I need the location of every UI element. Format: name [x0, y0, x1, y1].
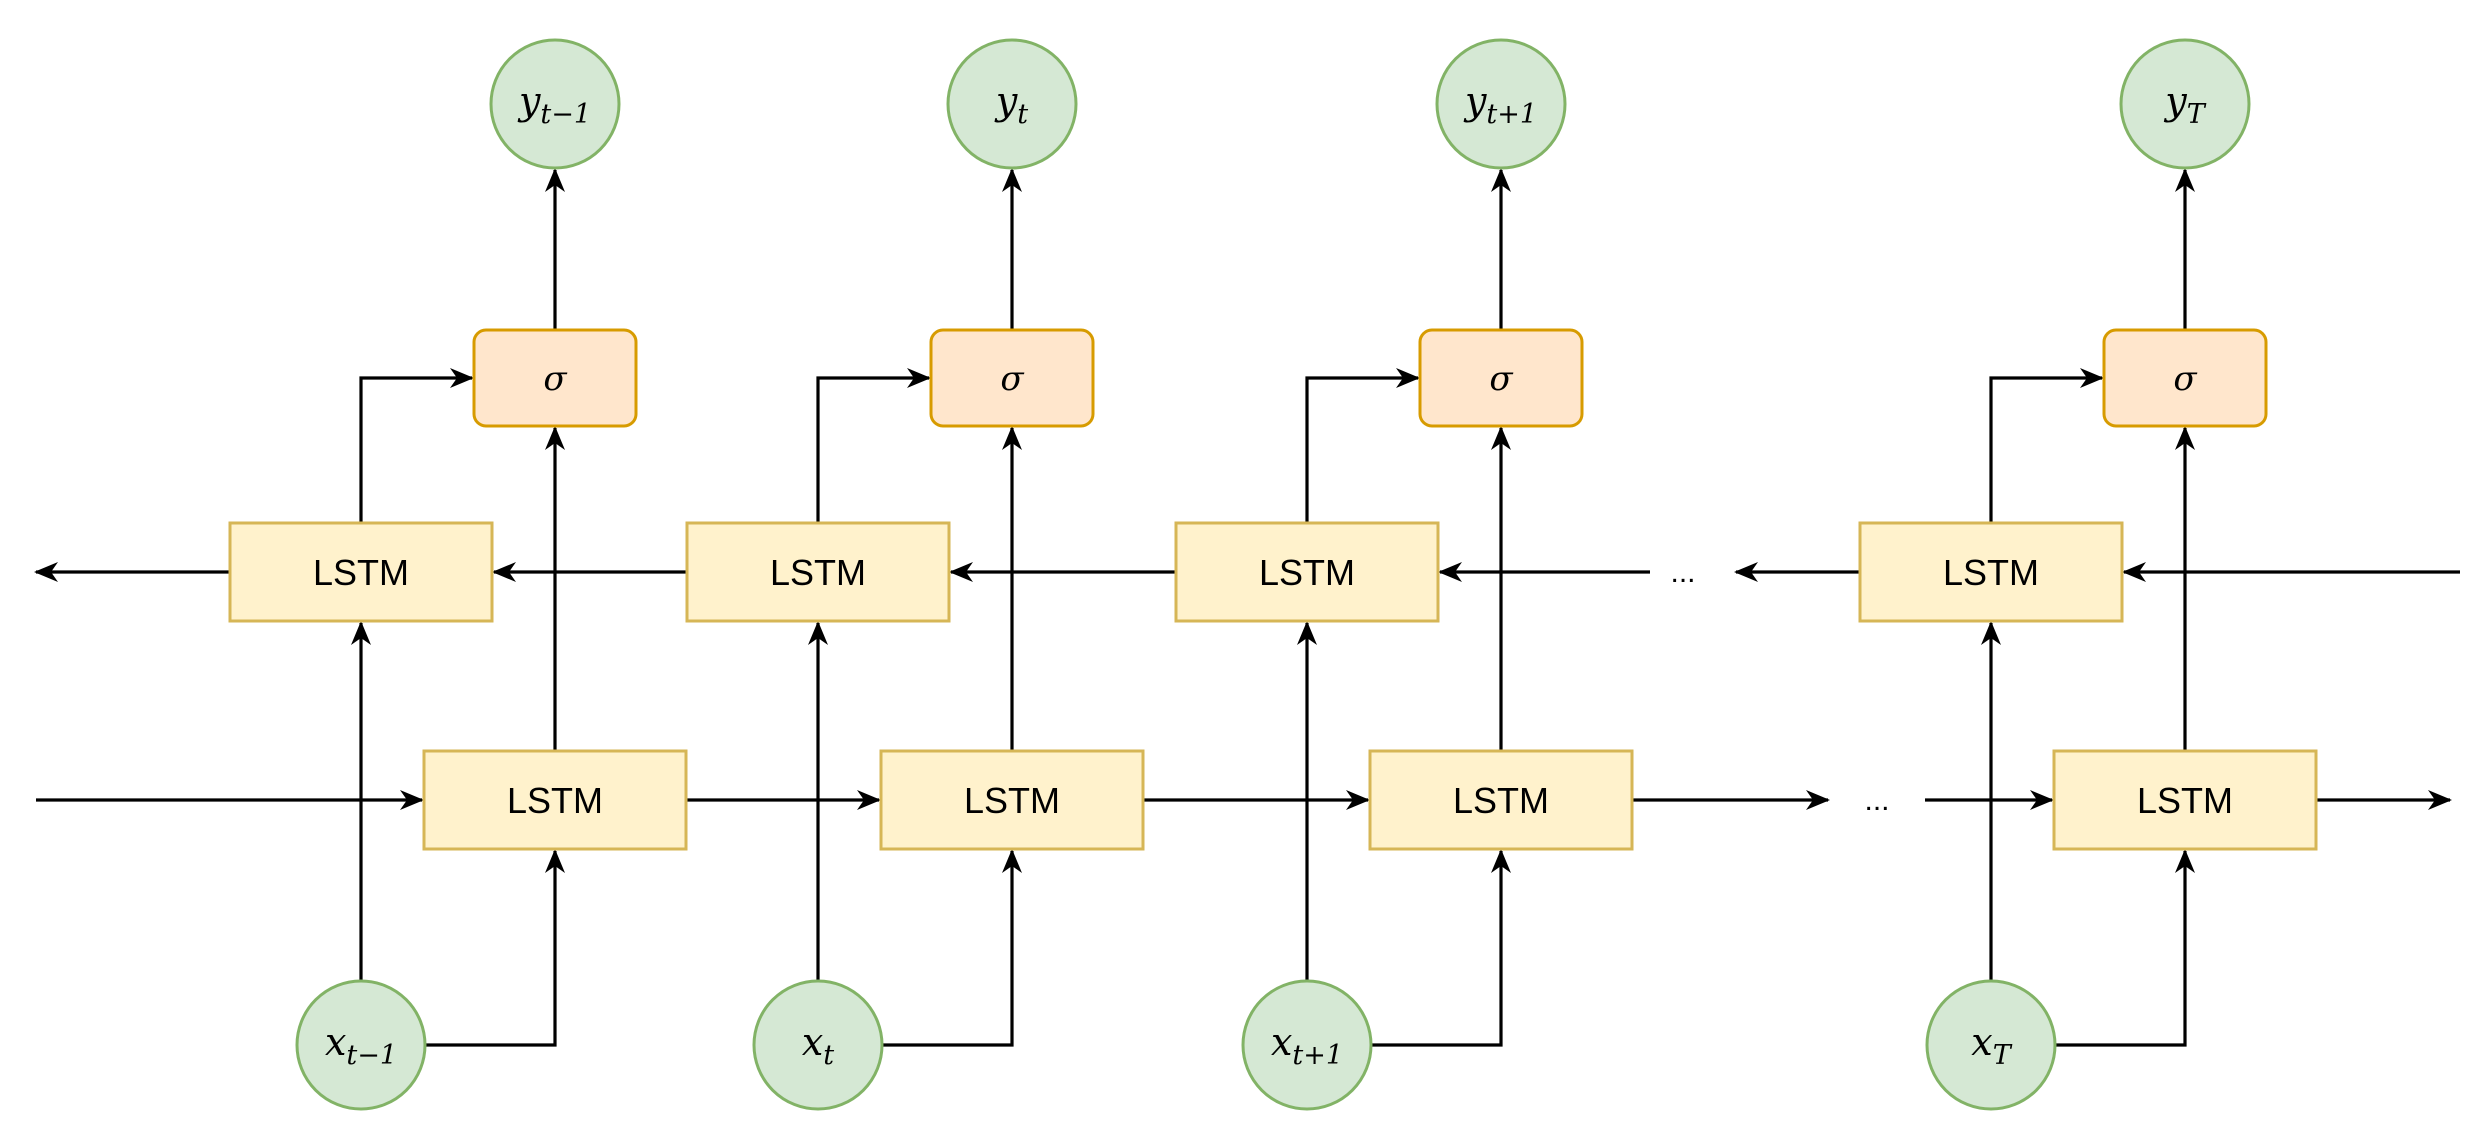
- output-node-3-label: yT: [2163, 79, 2206, 130]
- forward-lstm-2-box: [1368, 749, 1634, 851]
- input-to-forward-lstm-3: [2055, 849, 2195, 1047]
- forward-lstm-1-label: LSTM: [964, 780, 1060, 821]
- backward-lstm-1: LSTM: [685, 521, 951, 623]
- forward-lstm-3: LSTM: [2052, 749, 2318, 851]
- forward-ellipsis: ...: [1864, 784, 1889, 817]
- sigma-3-box: [2102, 328, 2268, 428]
- sigma-1-label: σ: [1000, 359, 1024, 399]
- sigma-0: σ: [472, 328, 638, 428]
- output-node-2-circle: [1435, 38, 1567, 170]
- sigma-3-label: σ: [2173, 359, 2197, 399]
- sigma-0-box: [472, 328, 638, 428]
- backward-lstm-1-label: LSTM: [770, 552, 866, 593]
- forward-lstm-0-label: LSTM: [507, 780, 603, 821]
- backward-lstm-0: LSTM: [228, 521, 494, 623]
- output-node-3: yT: [2119, 38, 2251, 170]
- input-node-2-label: xt+1: [1271, 1020, 1343, 1071]
- input-node-1: xt: [752, 979, 884, 1111]
- output-node-3-circle: [2119, 38, 2251, 170]
- backward-ellipsis: ...: [1670, 556, 1695, 589]
- input-node-3-circle: [1925, 979, 2057, 1111]
- backward-lstm-0-box: [228, 521, 494, 623]
- forward-lstm-3-box: [2052, 749, 2318, 851]
- output-node-2: yt+1: [1435, 38, 1567, 170]
- sigma-1-box: [929, 328, 1095, 428]
- input-node-0: xt−1: [295, 979, 427, 1111]
- input-node-0-label: xt−1: [325, 1020, 397, 1071]
- output-node-0-label: yt−1: [517, 79, 591, 130]
- backward-lstm-0-label: LSTM: [313, 552, 409, 593]
- backward-lstm-2-box: [1174, 521, 1440, 623]
- input-node-2: xt+1: [1241, 979, 1373, 1111]
- backward-lstm-to-sigma-3: [1989, 368, 2104, 523]
- forward-lstm-2: LSTM: [1368, 749, 1634, 851]
- backward-lstm-1-box: [685, 521, 951, 623]
- backward-lstm-to-sigma-0: [359, 368, 474, 523]
- forward-lstm-1-box: [879, 749, 1145, 851]
- sigma-0-label: σ: [543, 359, 567, 399]
- backward-lstm-2-label: LSTM: [1259, 552, 1355, 593]
- input-node-2-circle: [1241, 979, 1373, 1111]
- backward-lstm-3: LSTM: [1858, 521, 2124, 623]
- backward-lstm-to-sigma-2: [1305, 368, 1420, 523]
- backward-lstm-3-label: LSTM: [1943, 552, 2039, 593]
- forward-lstm-0-box: [422, 749, 688, 851]
- backward-lstm-2: LSTM: [1174, 521, 1440, 623]
- forward-lstm-0: LSTM: [422, 749, 688, 851]
- backward-lstm-to-sigma-1: [816, 368, 931, 523]
- forward-lstm-1: LSTM: [879, 749, 1145, 851]
- output-node-1: yt: [946, 38, 1078, 170]
- edges-layer: [34, 168, 2460, 1047]
- input-node-0-circle: [295, 979, 427, 1111]
- forward-lstm-3-label: LSTM: [2137, 780, 2233, 821]
- input-to-forward-lstm-2: [1371, 849, 1511, 1047]
- backward-lstm-3-box: [1858, 521, 2124, 623]
- input-node-1-circle: [752, 979, 884, 1111]
- output-node-0: yt−1: [489, 38, 621, 170]
- output-node-1-circle: [946, 38, 1078, 170]
- forward-lstm-2-label: LSTM: [1453, 780, 1549, 821]
- input-node-3-label: xT: [1971, 1020, 2012, 1071]
- sigma-1: σ: [929, 328, 1095, 428]
- input-node-3: xT: [1925, 979, 2057, 1111]
- sigma-2: σ: [1418, 328, 1584, 428]
- input-node-1-label: xt: [802, 1020, 834, 1071]
- input-to-forward-lstm-1: [882, 849, 1022, 1047]
- sigma-2-label: σ: [1489, 359, 1513, 399]
- sigma-2-box: [1418, 328, 1584, 428]
- sigma-3: σ: [2102, 328, 2268, 428]
- output-node-1-label: yt: [994, 79, 1028, 130]
- output-node-0-circle: [489, 38, 621, 170]
- output-node-2-label: yt+1: [1463, 79, 1537, 130]
- input-to-forward-lstm-0: [425, 849, 565, 1047]
